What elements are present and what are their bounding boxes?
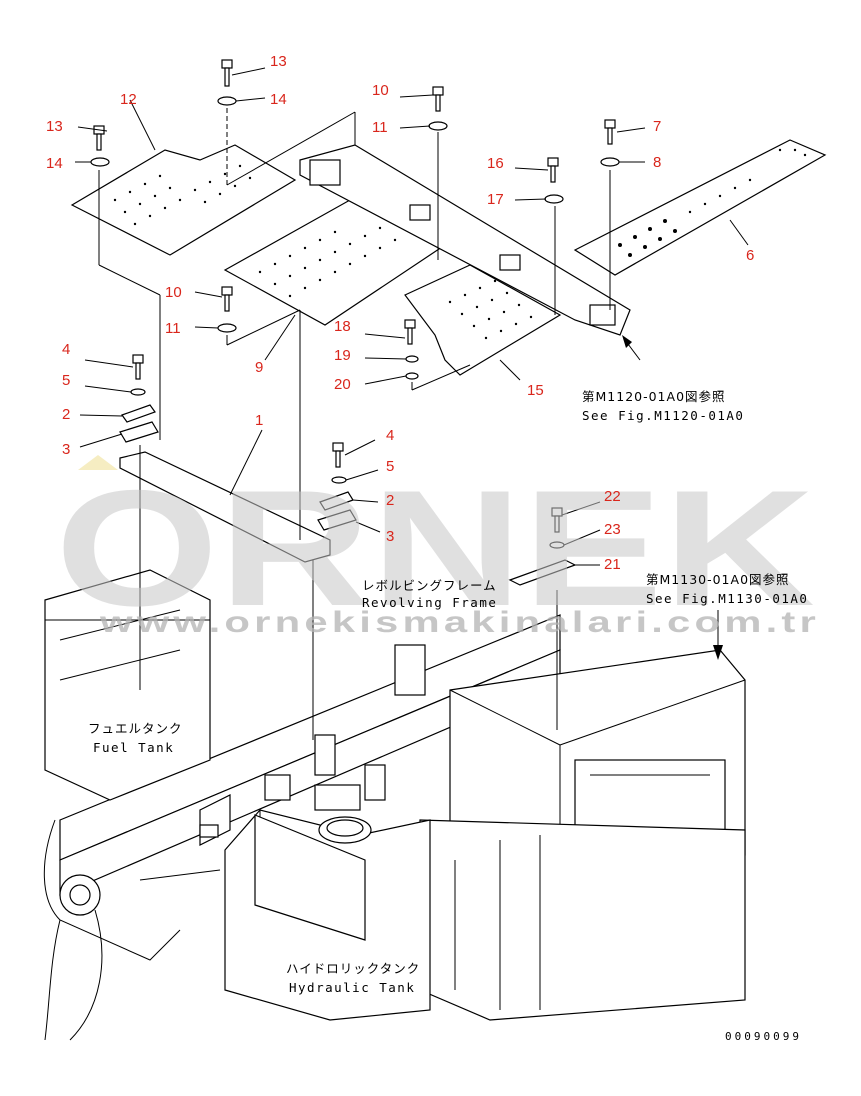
callout-8: 8 [653,154,661,171]
cover-plate-12 [70,144,297,256]
callout-14-top: 14 [270,91,287,108]
fuel-tank-jp: フュエルタンク [88,721,183,736]
revolving-frame [43,569,746,1041]
hydraulic-tank-jp: ハイドロリックタンク [286,961,420,976]
watermark-url: www.ornekismakinalari.com.tr [99,606,820,639]
callout-16: 16 [487,155,504,172]
revolving-frame-jp: レボルビングフレーム [362,578,497,593]
callout-23: 23 [604,521,621,538]
callout-18: 18 [334,318,351,335]
fasteners [90,59,620,586]
callout-9: 9 [255,359,263,376]
callout-2-left: 2 [62,406,70,423]
leader-lines [75,67,749,740]
callout-15: 15 [527,382,544,399]
ref-m1120-jp: 第M1120-01A0図参照 [582,389,726,404]
callout-7: 7 [653,118,661,135]
callout-22: 22 [604,488,621,505]
callout-21: 21 [604,556,621,573]
cover-plate-6 [573,139,827,276]
callout-19: 19 [334,347,351,364]
ref-m1120-en: See Fig.M1120-01A0 [582,408,744,423]
callout-10-mid: 10 [165,284,182,301]
reference-labels: 第M1120-01A0図参照 See Fig.M1120-01A0 第M1130… [88,389,808,1043]
callout-1: 1 [255,412,263,429]
callout-2-right: 2 [386,492,394,509]
callout-3-right: 3 [386,528,394,545]
callout-6: 6 [746,247,754,264]
callout-14-left: 14 [46,155,63,172]
callout-10-top: 10 [372,82,389,99]
callout-20: 20 [334,376,351,393]
callout-4-right: 4 [386,427,394,444]
fuel-tank-en: Fuel Tank [93,740,174,755]
hydraulic-tank-en: Hydraulic Tank [289,980,415,995]
cover-plate-15 [404,264,562,376]
callout-11-top: 11 [372,119,388,136]
cover-12-holes [113,164,252,226]
callout-12: 12 [120,91,137,108]
cover-15-holes [448,279,533,340]
drawing-code: 00090099 [725,1030,802,1043]
callout-5-left: 5 [62,372,70,389]
cover-9-holes [258,226,397,298]
ref-m1130-jp: 第M1130-01A0図参照 [646,572,790,587]
ref-m1130-en: See Fig.M1130-01A0 [646,591,808,606]
callout-5-right: 5 [386,458,394,475]
watermark: ORNEK www.ornekismakinalari.com.tr [55,455,820,640]
cover-6-holes [618,148,807,257]
callouts: 13 14 12 13 14 10 11 16 17 7 8 6 10 11 9… [46,53,754,573]
cover-plate-9 [223,199,447,326]
callout-3-left: 3 [62,441,70,458]
callout-11-mid: 11 [165,320,181,337]
callout-17: 17 [487,191,504,208]
callout-13-left: 13 [46,118,63,135]
revolving-frame-en: Revolving Frame [362,595,497,610]
watermark-logo: ORNEK [55,456,815,640]
callout-13-top: 13 [270,53,287,70]
callout-4-left: 4 [62,341,70,358]
